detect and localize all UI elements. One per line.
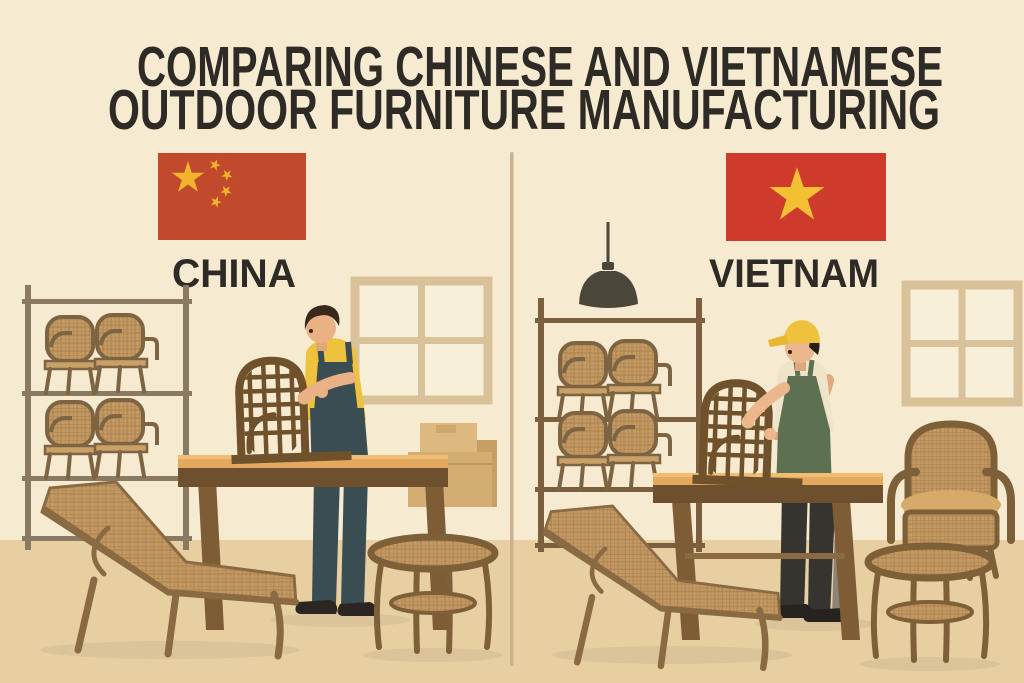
worker-right-leg	[808, 488, 836, 616]
worker-neck	[316, 342, 327, 351]
vietnam-flag-icon	[726, 153, 886, 241]
worker-head	[306, 313, 336, 343]
china-flag-icon	[158, 153, 306, 240]
country-label-china: CHINA	[172, 252, 296, 296]
worker-left-leg	[312, 475, 340, 604]
worker-shoe	[295, 600, 338, 614]
worker-front-arm-hands	[741, 382, 790, 440]
worker-eye	[309, 329, 313, 333]
worker-shoe	[803, 608, 852, 622]
worker-right-leg	[341, 475, 368, 606]
worker-neck	[795, 362, 806, 371]
worker-front-arm-hands	[297, 372, 356, 405]
vietnamese-worker-illustration	[768, 320, 852, 622]
worker-apron	[776, 376, 832, 492]
panel-divider	[510, 152, 514, 666]
panel-vietnam: VIETNAM	[535, 153, 1023, 668]
page-title-line2: OUTDOOR FURNITURE MANUFACTURING	[108, 78, 940, 142]
chinese-worker-illustration	[295, 305, 378, 616]
worker-eye	[788, 350, 792, 354]
worker-cap-brim	[768, 335, 788, 347]
worker-shoe	[337, 602, 378, 616]
country-label-vietnam: VIETNAM	[709, 252, 879, 296]
worker-hair	[304, 305, 340, 330]
china-flag-field	[158, 153, 306, 240]
page-title-line1: COMPARING CHINESE AND VIETNAMESE	[137, 35, 943, 99]
pendant-lamp-icon	[579, 222, 638, 308]
wicker-chairback-workpiece	[231, 356, 352, 465]
worker-left-leg	[780, 488, 808, 612]
window-right	[901, 280, 1023, 407]
panel-china: CHINA	[22, 153, 497, 656]
worker-cap	[783, 320, 820, 343]
window-left	[350, 276, 493, 405]
